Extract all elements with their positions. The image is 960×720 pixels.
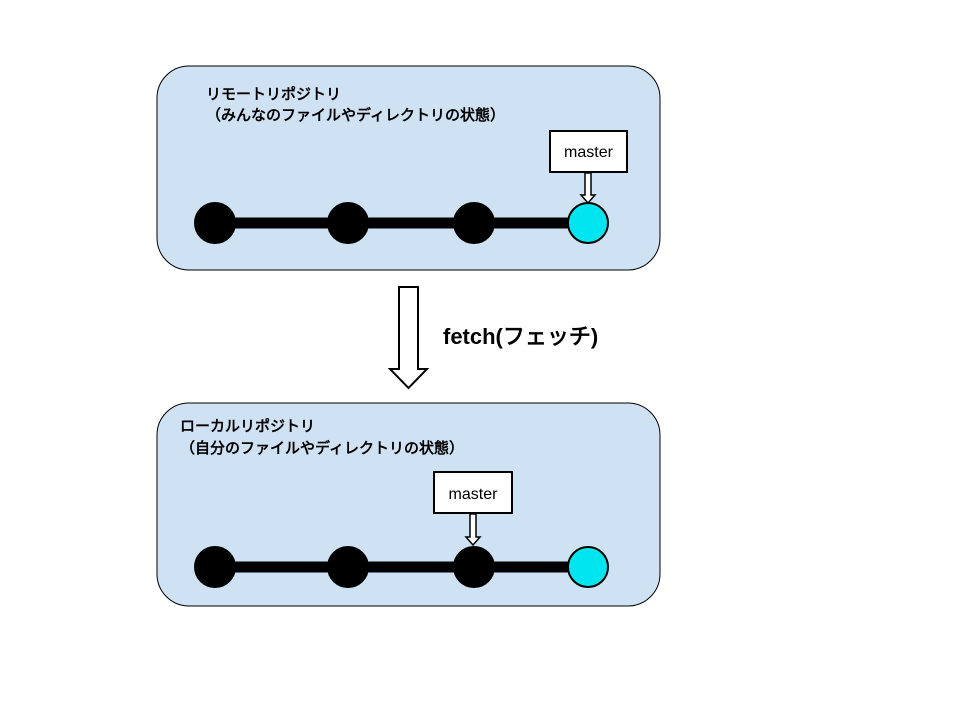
- fetch-label: fetch(フェッチ): [443, 324, 598, 349]
- local-master-pointer-arrow: [464, 513, 482, 547]
- remote-commit-2: [327, 202, 369, 244]
- local-master-label-text: master: [449, 486, 499, 503]
- local-repository-box: [156, 402, 661, 607]
- local-title-line1: ローカルリポジトリ: [180, 417, 315, 435]
- remote-master-pointer-arrow: [579, 172, 597, 205]
- remote-commit-4: [567, 202, 609, 244]
- local-title-line2: （自分のファイルやディレクトリの状態）: [180, 439, 464, 457]
- remote-master-label: master: [549, 130, 628, 205]
- local-commit-2: [327, 546, 369, 588]
- remote-commit-1: [194, 202, 236, 244]
- local-master-label: master: [433, 471, 513, 547]
- local-master-label-box: [433, 471, 513, 514]
- local-commit-3: [453, 546, 495, 588]
- remote-title-line1: リモートリポジトリ: [206, 85, 341, 103]
- remote-repository: リモートリポジトリ （みんなのファイルやディレクトリの状態） master: [156, 65, 661, 271]
- local-commit-4: [567, 546, 609, 588]
- local-commit-1: [194, 546, 236, 588]
- remote-master-label-text: master: [564, 144, 614, 161]
- remote-commit-3: [453, 202, 495, 244]
- fetch-down-arrow: [387, 286, 430, 390]
- remote-title-line2: （みんなのファイルやディレクトリの状態）: [206, 106, 505, 124]
- fetch-action: fetch(フェッチ): [387, 286, 598, 390]
- remote-master-label-box: [549, 130, 628, 173]
- local-repository: ローカルリポジトリ （自分のファイルやディレクトリの状態） master: [156, 402, 661, 607]
